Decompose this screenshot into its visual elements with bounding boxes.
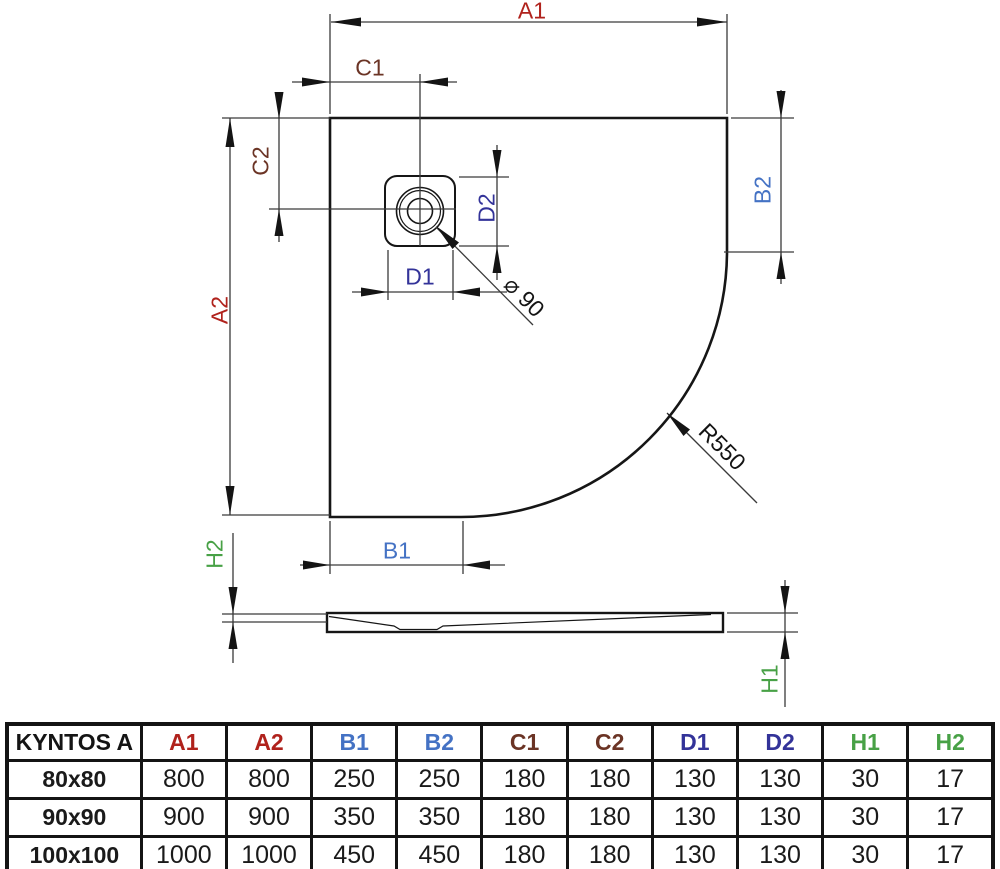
profile-arrowheads (228, 586, 790, 659)
table-header-a1: A1 (139, 722, 228, 762)
value-cell: 180 (565, 797, 654, 838)
value-cell: 350 (310, 797, 399, 838)
dim-label-a2: A2 (206, 295, 233, 325)
value-cell: 180 (480, 759, 569, 800)
dim-label-a1: A1 (517, 0, 547, 24)
value-cell: 17 (906, 835, 995, 869)
value-cell: 450 (310, 835, 399, 869)
value-cell: 180 (480, 797, 569, 838)
dim-label-b1: B1 (382, 537, 412, 564)
value-cell: 180 (565, 835, 654, 869)
table-header-b2: B2 (395, 722, 484, 762)
table-header-b1: B1 (310, 722, 399, 762)
profile-view (222, 533, 798, 707)
table-header-d1: D1 (650, 722, 739, 762)
dim-label-c1: C1 (355, 54, 385, 81)
table-row: 80x80 800 800 250 250 180 180 130 130 30… (5, 759, 995, 800)
value-cell: 350 (395, 797, 484, 838)
value-cell: 130 (650, 797, 739, 838)
profile-extension-lines (222, 612, 798, 633)
table-header-d2: D2 (735, 722, 825, 762)
table-header-model: KYNTOS A (5, 722, 143, 762)
value-cell: 130 (735, 835, 825, 869)
dim-label-h1: H1 (756, 664, 783, 694)
value-cell: 30 (821, 759, 910, 800)
model-cell: 100x100 (5, 835, 143, 869)
value-cell: 130 (735, 797, 825, 838)
value-cell: 250 (395, 759, 484, 800)
model-cell: 80x80 (5, 759, 143, 800)
table-header-c2: C2 (565, 722, 654, 762)
value-cell: 180 (480, 835, 569, 869)
dim-label-d1: D1 (405, 263, 435, 290)
dim-label-b2: B2 (749, 175, 776, 205)
table-row: 100x100 1000 1000 450 450 180 180 130 13… (5, 835, 995, 869)
table-header-h1: H1 (821, 722, 910, 762)
value-cell: 17 (906, 797, 995, 838)
value-cell: 130 (650, 835, 739, 869)
value-cell: 1000 (139, 835, 228, 869)
value-cell: 800 (139, 759, 228, 800)
table-header-a2: A2 (224, 722, 314, 762)
profile-floor-slope (328, 613, 712, 631)
value-cell: 30 (821, 797, 910, 838)
value-cell: 250 (310, 759, 399, 800)
tray-outline (328, 116, 729, 519)
dimension-table: KYNTOS A A1 A2 B1 B2 C1 C2 D1 D2 H1 H2 8… (5, 722, 995, 869)
plan-view (222, 14, 794, 574)
drawing-canvas (222, 14, 798, 707)
value-cell: 900 (224, 797, 314, 838)
value-cell: 17 (906, 759, 995, 800)
value-cell: 180 (565, 759, 654, 800)
table-row: 90x90 900 900 350 350 180 180 130 130 30… (5, 797, 995, 838)
table-header-row: KYNTOS A A1 A2 B1 B2 C1 C2 D1 D2 H1 H2 (5, 722, 995, 762)
value-cell: 800 (224, 759, 314, 800)
dim-label-c2: C2 (247, 146, 274, 176)
arrowheads (225, 17, 786, 570)
value-cell: 30 (821, 835, 910, 869)
dim-label-h2: H2 (201, 539, 228, 569)
value-cell: 130 (650, 759, 739, 800)
value-cell: 130 (735, 759, 825, 800)
table-header-h2: H2 (906, 722, 995, 762)
value-cell: 450 (395, 835, 484, 869)
dim-label-d2: D2 (473, 193, 500, 223)
value-cell: 1000 (224, 835, 314, 869)
value-cell: 900 (139, 797, 228, 838)
model-cell: 90x90 (5, 797, 143, 838)
table-header-c1: C1 (480, 722, 569, 762)
